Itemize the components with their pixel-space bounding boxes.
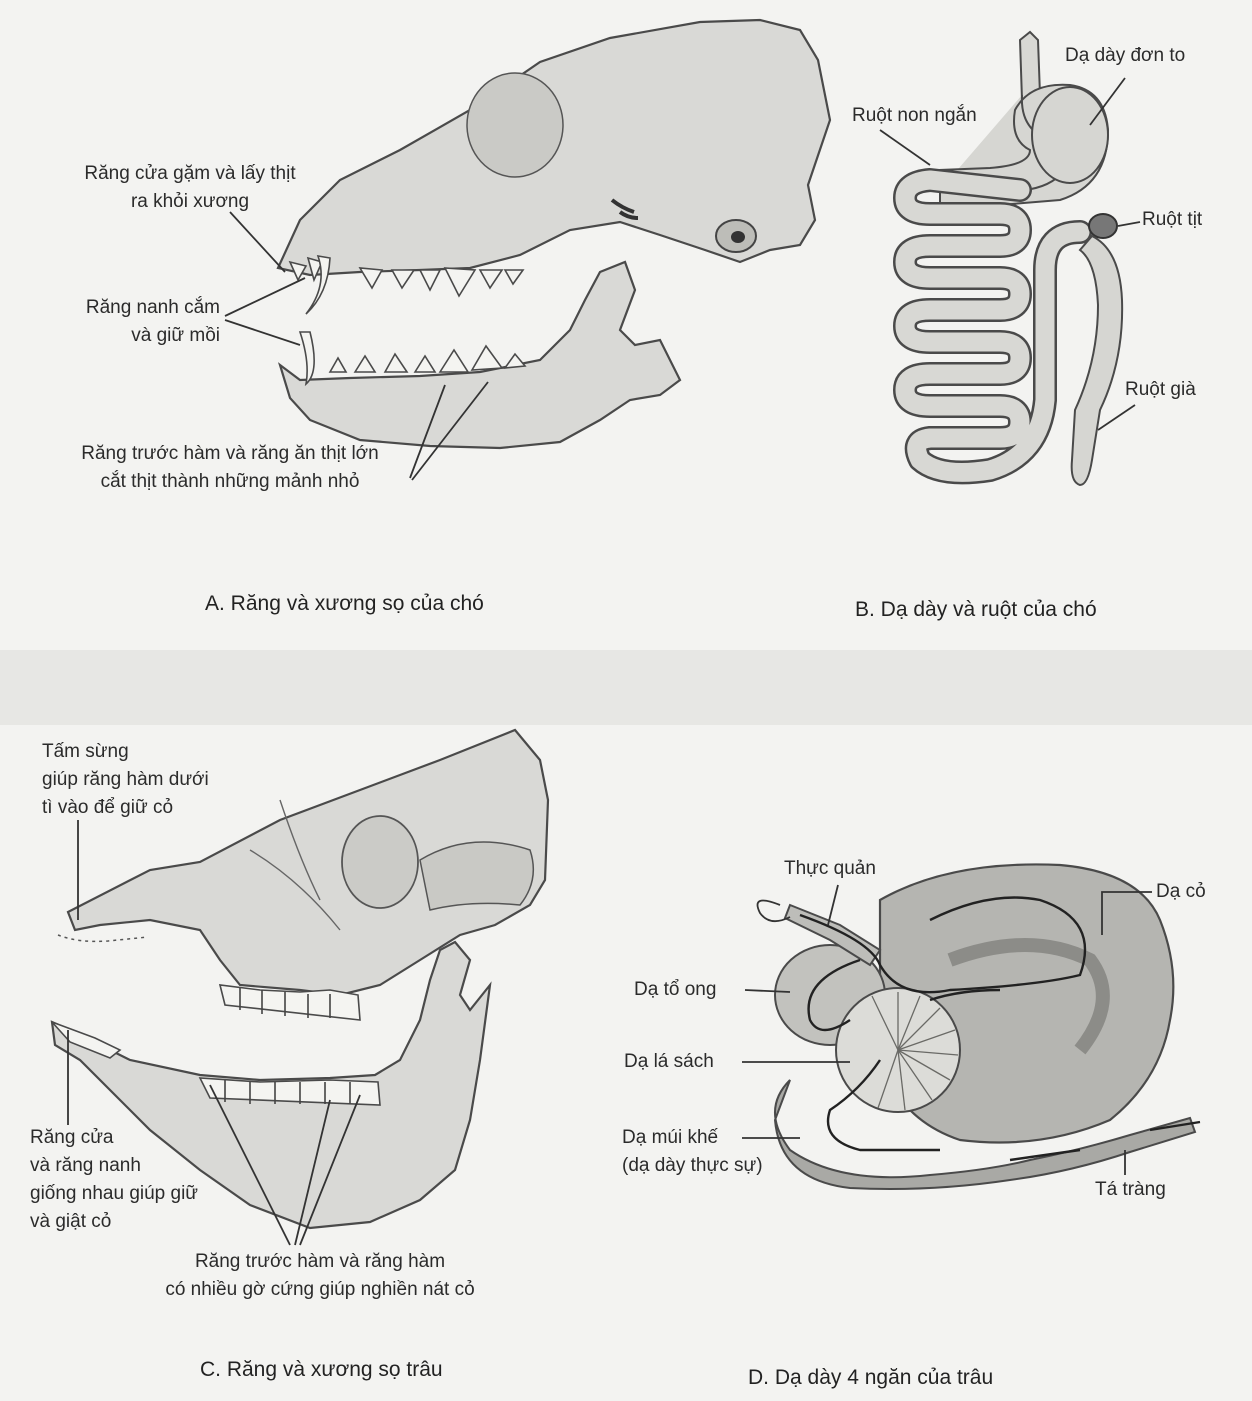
label-dog-small-intestine: Ruột non ngắn bbox=[852, 102, 977, 130]
caption-c: C. Răng và xương sọ trâu bbox=[200, 1356, 443, 1384]
label-line: có nhiều gờ cứng giúp nghiền nát cỏ bbox=[120, 1276, 520, 1304]
dog-digestive-drawing bbox=[880, 32, 1140, 485]
dog-orbit bbox=[467, 73, 563, 177]
label-buffalo-horn-pad: Tấm sừng giúp răng hàm dưới tì vào để gi… bbox=[42, 738, 209, 822]
label-line: Răng cửa bbox=[30, 1124, 198, 1152]
dog-skull-drawing bbox=[225, 20, 830, 480]
label-line: giống nhau giúp giữ bbox=[30, 1180, 198, 1208]
dog-lower-canine bbox=[300, 332, 314, 384]
divider-band bbox=[0, 650, 1252, 725]
dog-large-intestine bbox=[1072, 236, 1122, 485]
label-line: Dạ múi khế bbox=[622, 1124, 763, 1152]
label-line: Răng trước hàm và răng hàm bbox=[120, 1248, 520, 1276]
label-dog-premolars: Răng trước hàm và răng ăn thịt lớn cắt t… bbox=[40, 440, 420, 496]
label-buffalo-reticulum: Dạ tổ ong bbox=[634, 976, 716, 1004]
label-line: và giật cỏ bbox=[30, 1208, 198, 1236]
dog-ear-hole bbox=[731, 231, 745, 243]
label-line: Răng cửa gặm và lấy thịt bbox=[40, 160, 340, 188]
label-line: Răng trước hàm và răng ăn thịt lớn bbox=[40, 440, 420, 468]
label-line: tì vào để giữ cỏ bbox=[42, 794, 209, 822]
label-buffalo-abomasum: Dạ múi khế (dạ dày thực sự) bbox=[622, 1124, 763, 1180]
label-dog-large-intestine: Ruột già bbox=[1125, 376, 1196, 404]
label-line: (dạ dày thực sự) bbox=[622, 1152, 763, 1180]
label-buffalo-molars: Răng trước hàm và răng hàm có nhiều gờ c… bbox=[120, 1248, 520, 1304]
label-line: và giữ mồi bbox=[20, 322, 220, 350]
label-line: Tấm sừng bbox=[42, 738, 209, 766]
label-buffalo-incisors: Răng cửa và răng nanh giống nhau giúp gi… bbox=[30, 1124, 198, 1236]
dog-cecum bbox=[1089, 214, 1117, 238]
label-buffalo-omasum: Dạ lá sách bbox=[624, 1048, 714, 1076]
caption-d: D. Dạ dày 4 ngăn của trâu bbox=[748, 1364, 993, 1392]
label-buffalo-rumen: Dạ cỏ bbox=[1156, 878, 1206, 906]
label-dog-incisors: Răng cửa gặm và lấy thịt ra khỏi xương bbox=[40, 160, 340, 216]
buffalo-stomach-drawing bbox=[742, 864, 1200, 1189]
buffalo-orbit bbox=[342, 816, 418, 908]
label-dog-canines: Răng nanh cắm và giữ mồi bbox=[20, 294, 220, 350]
label-dog-stomach: Dạ dày đơn to bbox=[1065, 42, 1185, 70]
label-dog-cecum: Ruột tịt bbox=[1142, 206, 1202, 234]
label-line: và răng nanh bbox=[30, 1152, 198, 1180]
label-buffalo-esophagus: Thực quản bbox=[784, 855, 876, 883]
label-line: cắt thịt thành những mảnh nhỏ bbox=[40, 468, 420, 496]
label-line: Răng nanh cắm bbox=[20, 294, 220, 322]
caption-a: A. Răng và xương sọ của chó bbox=[205, 590, 484, 618]
label-line: ra khỏi xương bbox=[40, 188, 340, 216]
label-line: giúp răng hàm dưới bbox=[42, 766, 209, 794]
caption-b: B. Dạ dày và ruột của chó bbox=[855, 596, 1097, 624]
label-buffalo-duodenum: Tá tràng bbox=[1095, 1176, 1166, 1204]
